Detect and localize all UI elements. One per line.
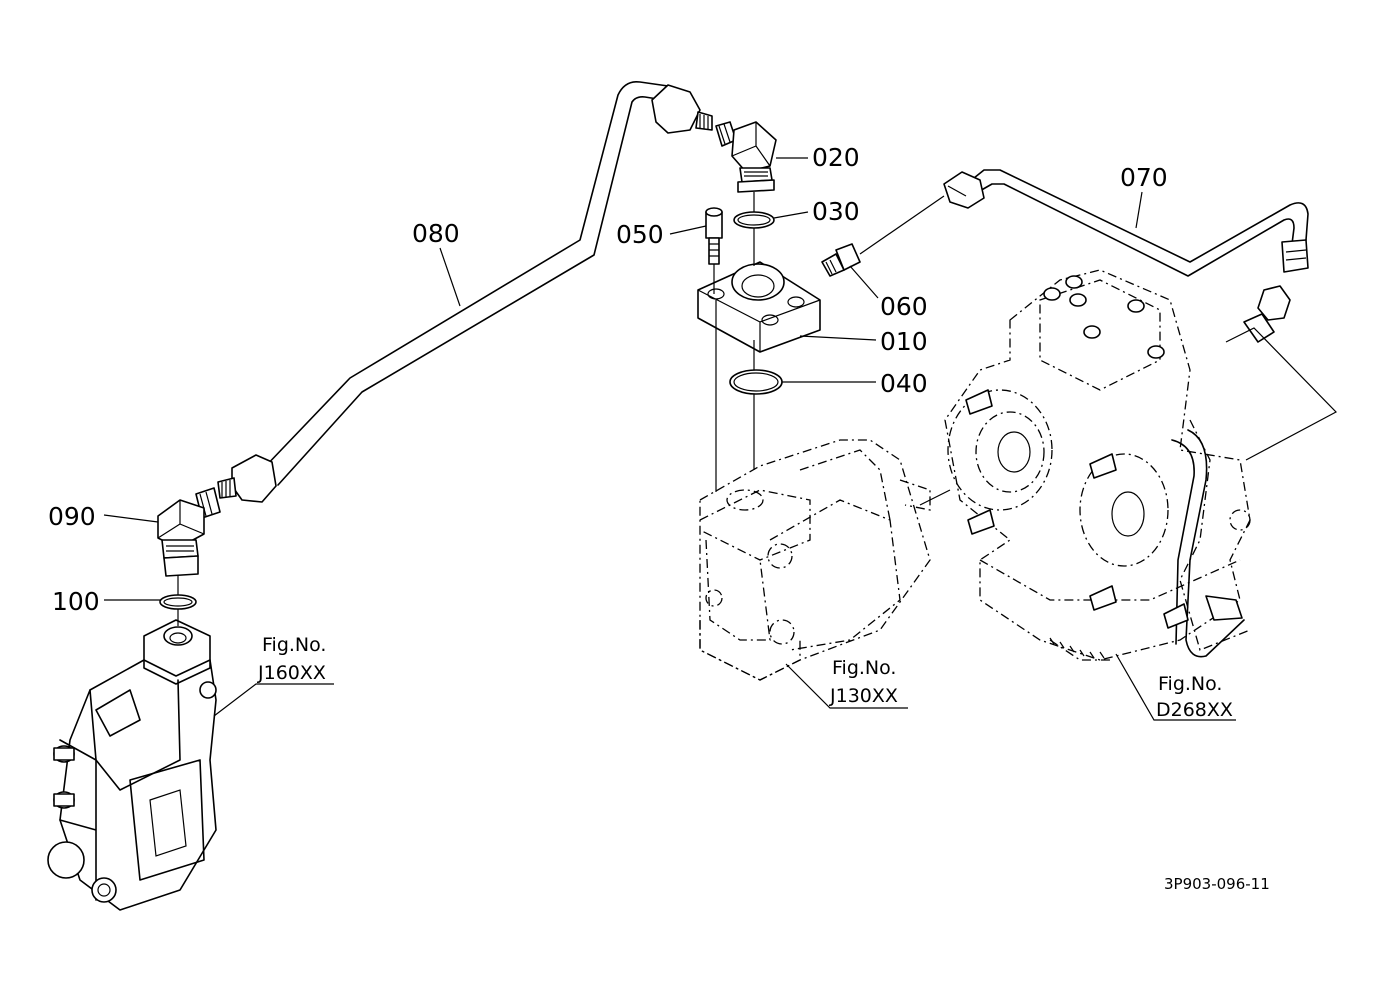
part-label-060[interactable]: 060 (880, 292, 928, 321)
part-label-080[interactable]: 080 (412, 219, 460, 248)
part-label-030[interactable]: 030 (812, 197, 860, 226)
part-label-020[interactable]: 020 (812, 143, 860, 172)
elbow-fitting-090-drawing (157, 487, 221, 577)
fig-ref-j160-title: Fig.No. (262, 634, 326, 656)
pipe-070-leader-bracket (1225, 327, 1337, 461)
fig-ref-j130-title: Fig.No. (832, 657, 896, 679)
hydraulic-pump-drawing (699, 439, 931, 681)
part-label-050[interactable]: 050 (616, 220, 664, 249)
o-ring-100-drawing (159, 594, 197, 610)
nipple-060-drawing (821, 243, 861, 277)
fig-ref-d268-number[interactable]: D268XX (1156, 699, 1233, 721)
flange-010-drawing (697, 261, 821, 353)
part-label-040[interactable]: 040 (880, 369, 928, 398)
bolt-050-drawing (705, 207, 723, 265)
part-label-090[interactable]: 090 (48, 502, 96, 531)
fig-ref-j130-number[interactable]: J130XX (829, 685, 898, 707)
part-label-010[interactable]: 010 (880, 327, 928, 356)
fig-ref-d268-title: Fig.No. (1158, 673, 1222, 695)
pipe-070-drawing (943, 169, 1309, 343)
elbow-fitting-020-drawing (715, 121, 777, 193)
transmission-case-drawing (944, 269, 1251, 661)
part-label-100[interactable]: 100 (52, 587, 100, 616)
control-valve-drawing (47, 619, 217, 911)
fig-ref-j160-number[interactable]: J160XX (257, 662, 326, 684)
part-label-070[interactable]: 070 (1120, 163, 1168, 192)
pipe-080-drawing (217, 80, 713, 503)
leader-lines (103, 157, 1236, 721)
diagram-code: 3P903-096-11 (1164, 875, 1270, 893)
